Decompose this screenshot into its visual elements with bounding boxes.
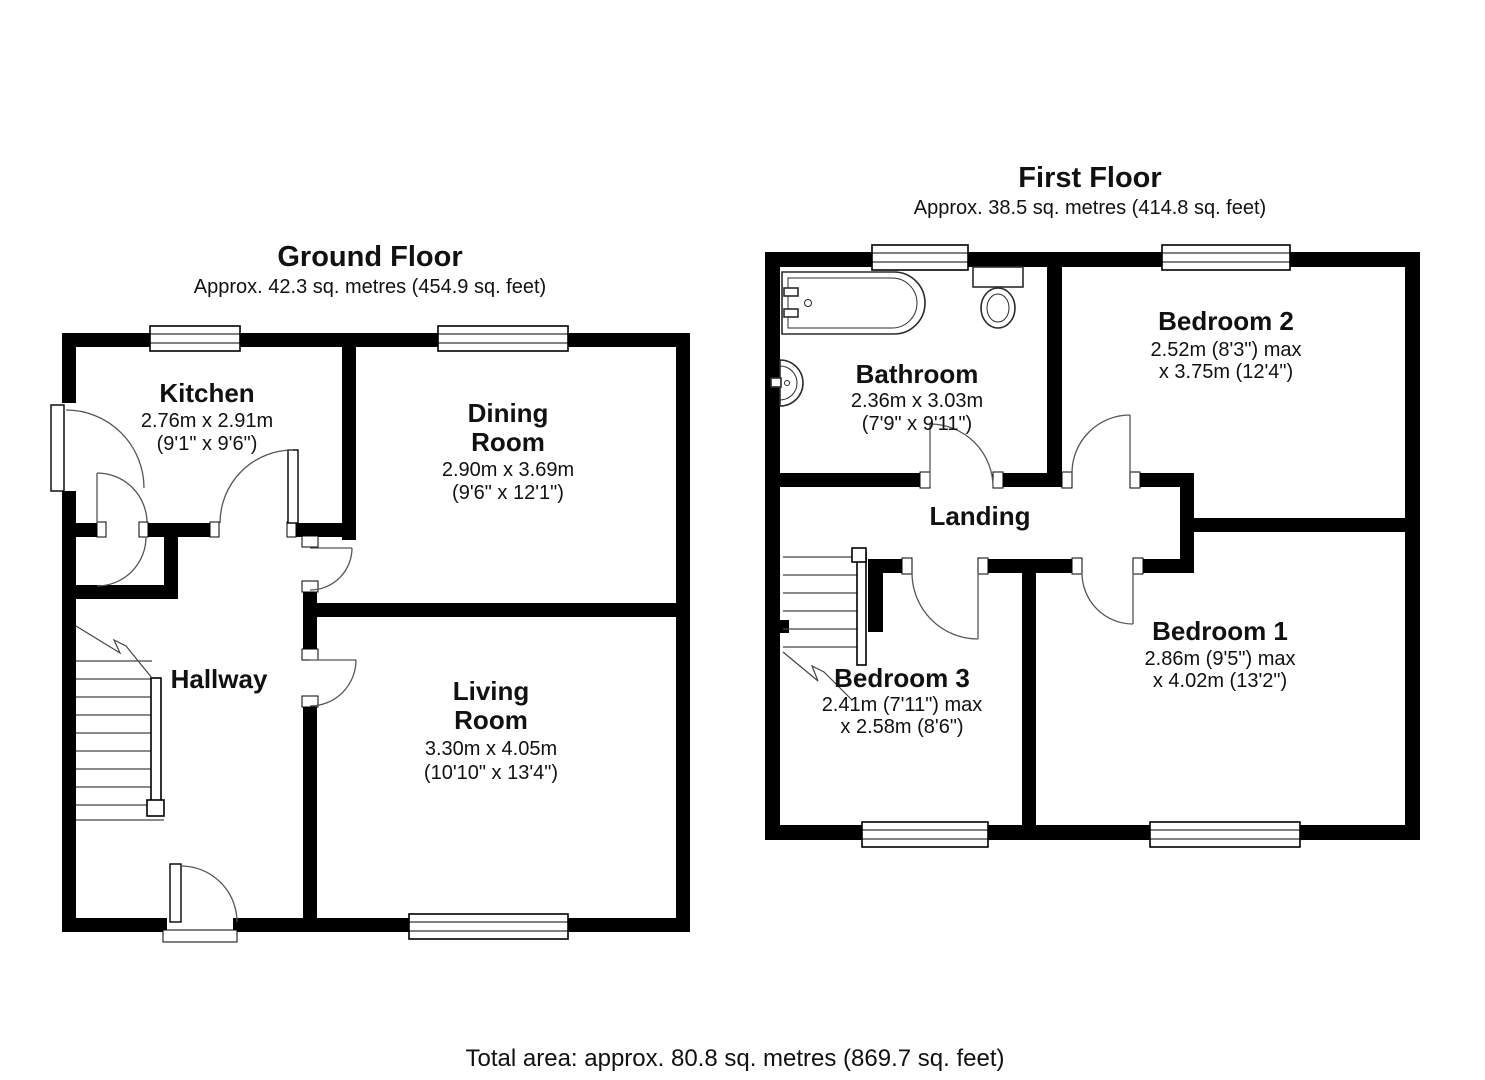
door-arc: [96, 449, 357, 707]
dining-dims-imperial: (9'6" x 12'1"): [452, 482, 564, 504]
bathroom-dims-metric: 2.36m x 3.03m: [851, 390, 983, 412]
dining-room-label: Dining: [468, 398, 549, 428]
bathroom-label: Bathroom: [856, 359, 979, 389]
ground-floor-title: Ground Floor: [277, 241, 462, 273]
door-jambs: [901, 471, 1144, 575]
bedroom3-dims-1: 2.41m (7'11") max: [822, 694, 983, 716]
living-dims-metric: 3.30m x 4.05m: [425, 738, 557, 760]
bathroom-dims-imperial: (7'9" x 9'11"): [862, 413, 972, 435]
kitchen-label: Kitchen: [159, 378, 254, 408]
window: [1161, 244, 1291, 271]
door-arc: [911, 414, 1134, 640]
bedroom1-dims-1: 2.86m (9'5") max: [1145, 648, 1296, 670]
hallway-label: Hallway: [171, 664, 268, 694]
living-room-label: Room: [454, 705, 528, 735]
window: [149, 325, 241, 352]
ground-floor-plan: Ground Floor Approx. 42.3 sq. metres (45…: [50, 241, 690, 943]
bedroom3-label: Bedroom 3: [834, 663, 970, 693]
total-area-label: Total area: approx. 80.8 sq. metres (869…: [466, 1045, 1005, 1072]
kitchen-dims-imperial: (9'1" x 9'6"): [157, 433, 258, 455]
window: [871, 244, 969, 271]
window: [1149, 821, 1301, 848]
bedroom2-label: Bedroom 2: [1158, 306, 1294, 336]
front-door: [162, 863, 238, 943]
first-floor-plan: First Floor Approx. 38.5 sq. metres (414…: [765, 162, 1420, 848]
window: [408, 913, 569, 940]
window: [437, 325, 569, 352]
window: [861, 821, 989, 848]
bedroom1-label: Bedroom 1: [1152, 616, 1288, 646]
toilet: [972, 266, 1024, 329]
first-floor-subtitle: Approx. 38.5 sq. metres (414.8 sq. feet): [914, 197, 1266, 219]
wash-basin: [770, 359, 804, 407]
first-floor-walls: [765, 252, 1420, 840]
bedroom2-dims-1: 2.52m (8'3") max: [1151, 339, 1302, 361]
bedroom2-dims-2: x 3.75m (12'4"): [1159, 361, 1293, 383]
bedroom1-dims-2: x 4.02m (13'2"): [1153, 670, 1287, 692]
door-jambs: [96, 521, 319, 708]
ground-floor-subtitle: Approx. 42.3 sq. metres (454.9 sq. feet): [194, 276, 546, 298]
dining-room-label: Room: [471, 427, 545, 457]
bedroom3-dims-2: x 2.58m (8'6"): [840, 716, 963, 738]
living-dims-imperial: (10'10" x 13'4"): [424, 762, 558, 784]
dining-dims-metric: 2.90m x 3.69m: [442, 459, 574, 481]
side-door: [50, 403, 145, 492]
staircase: [75, 625, 165, 821]
landing-label: Landing: [929, 501, 1030, 531]
first-floor-title: First Floor: [1018, 162, 1161, 194]
bathtub: [781, 271, 926, 335]
living-room-label: Living: [453, 676, 530, 706]
kitchen-dims-metric: 2.76m x 2.91m: [141, 410, 273, 432]
staircase: [782, 547, 867, 701]
